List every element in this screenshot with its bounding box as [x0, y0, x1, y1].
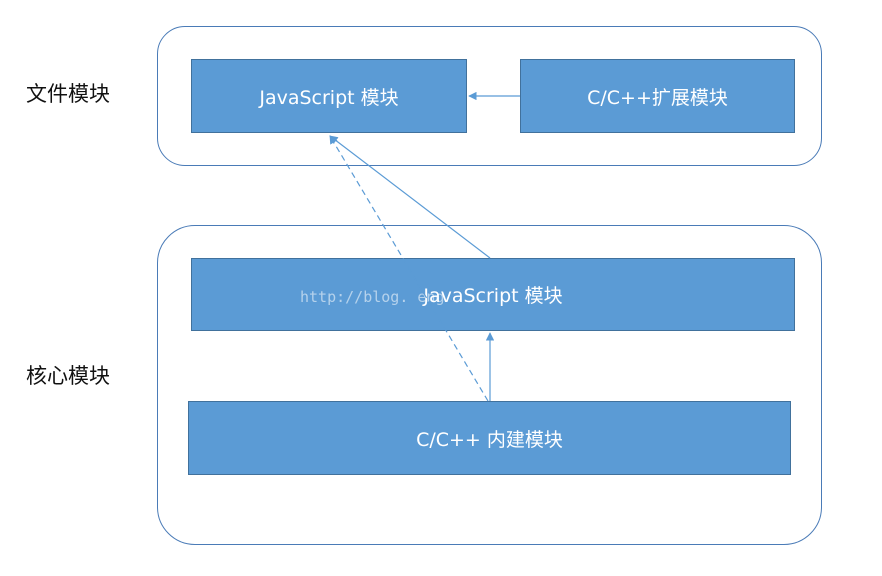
cpp-builtin-module-box: C/C++ 内建模块	[188, 401, 791, 475]
cpp-extension-module-text: C/C++扩展模块	[587, 86, 728, 109]
cpp-extension-module-box: C/C++扩展模块	[520, 59, 795, 133]
watermark-text: http://blog. eng	[300, 288, 445, 306]
cpp-builtin-module-text: C/C++ 内建模块	[416, 428, 563, 451]
file-module-label: 文件模块	[26, 82, 110, 106]
javascript-file-module-box: JavaScript 模块	[191, 59, 467, 133]
javascript-core-module-box: JavaScript 模块	[191, 258, 795, 331]
javascript-file-module-text: JavaScript 模块	[259, 86, 399, 109]
core-module-label: 核心模块	[26, 364, 110, 388]
